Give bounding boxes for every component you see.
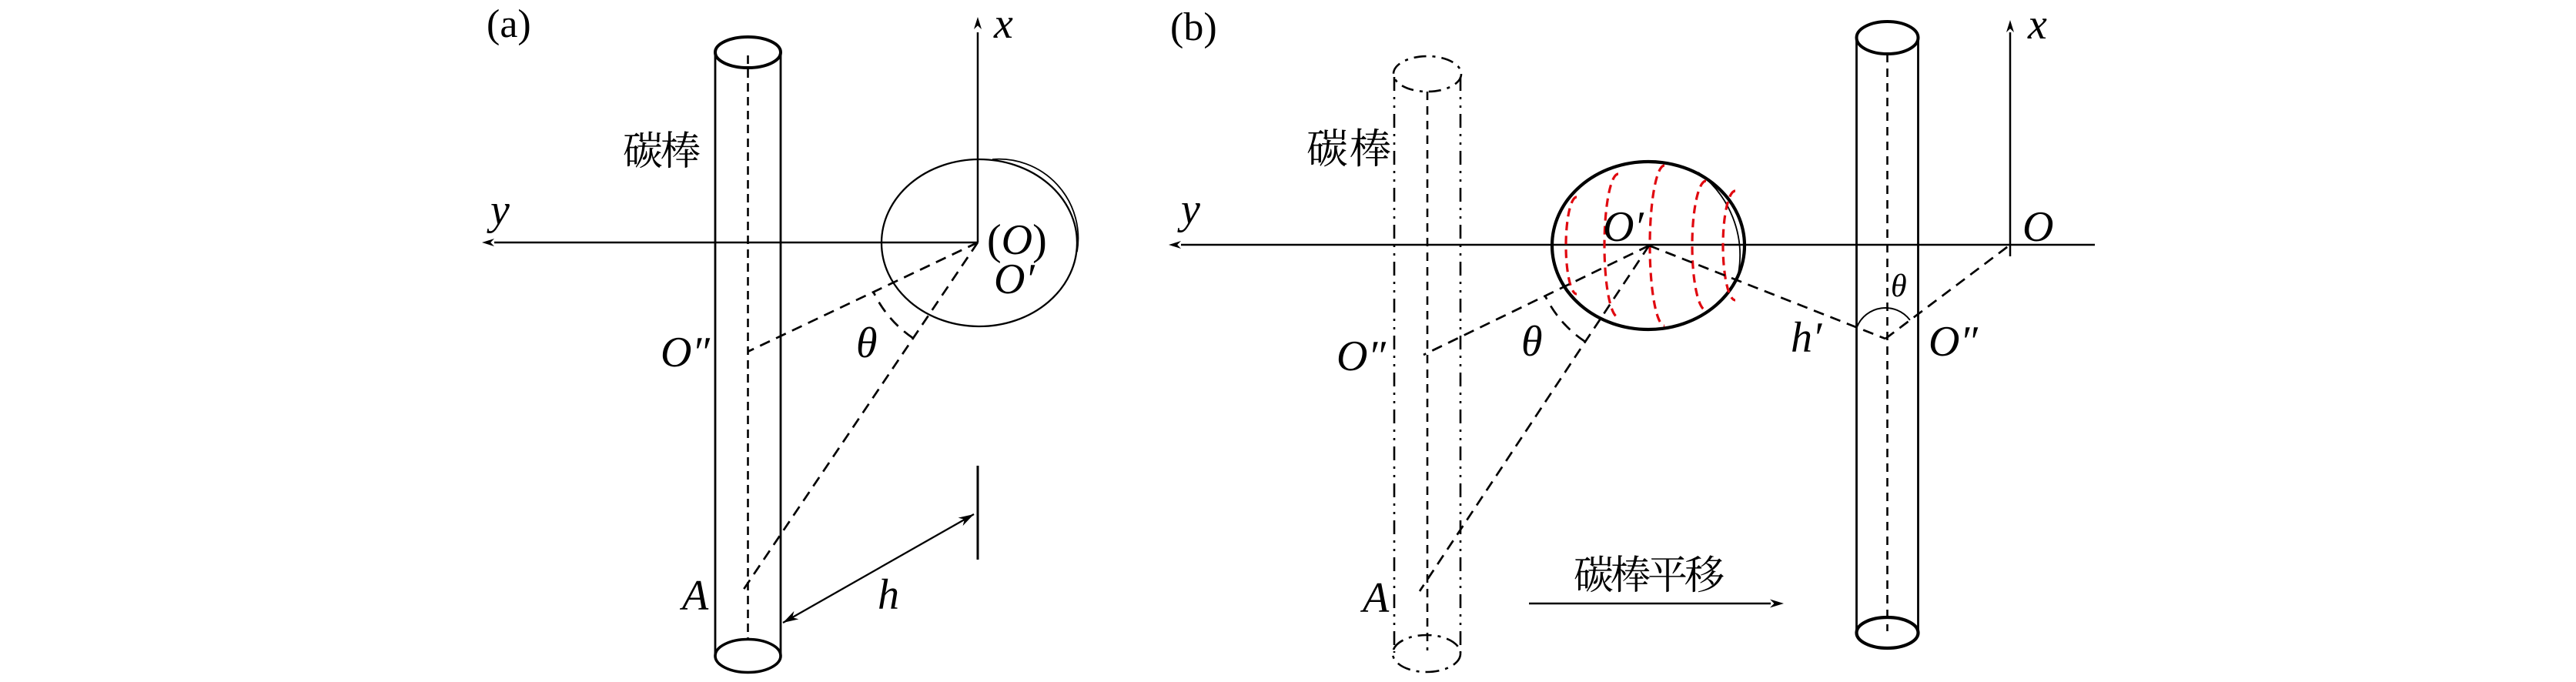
svg-text:θ: θ <box>1891 269 1907 304</box>
svg-text:(a): (a) <box>487 2 531 46</box>
svg-text:O″: O″ <box>1337 333 1386 380</box>
svg-text:O″: O″ <box>1929 318 1978 366</box>
svg-text:θ: θ <box>856 319 878 367</box>
svg-text:(O): (O) <box>987 216 1047 264</box>
svg-text:y: y <box>487 186 510 234</box>
svg-text:y: y <box>1177 186 1200 233</box>
svg-text:(b): (b) <box>1170 5 1217 49</box>
svg-text:O: O <box>2022 203 2053 251</box>
svg-text:θ: θ <box>1521 318 1543 366</box>
svg-text:x: x <box>993 0 1013 48</box>
svg-text:x: x <box>2027 1 2047 48</box>
svg-text:A: A <box>679 572 709 620</box>
svg-text:h′: h′ <box>1791 314 1822 362</box>
svg-text:O′: O′ <box>1603 203 1644 251</box>
svg-text:O′: O′ <box>994 256 1035 303</box>
svg-text:A: A <box>1360 574 1390 622</box>
svg-text:h: h <box>878 571 899 619</box>
svg-text:O″: O″ <box>661 329 710 376</box>
